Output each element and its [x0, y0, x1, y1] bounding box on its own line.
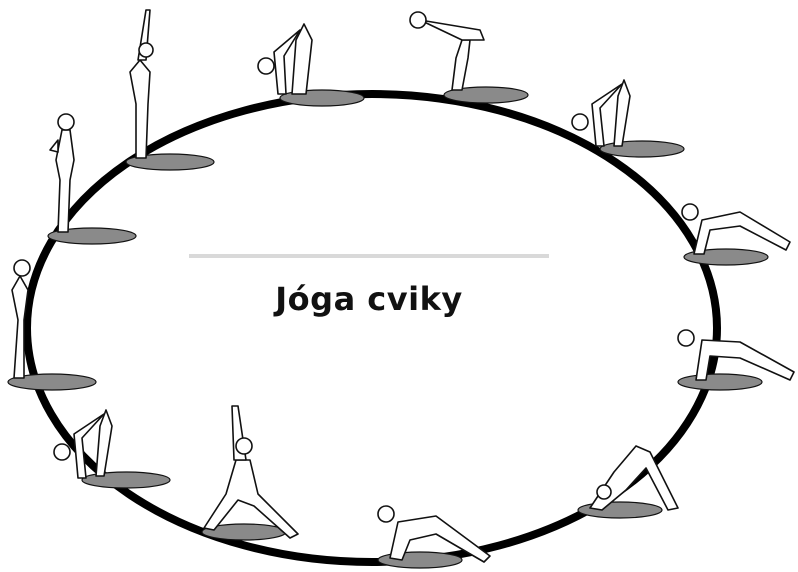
pose-low-lunge-icon: [377, 505, 491, 569]
pose-raised-arms-icon: [125, 9, 215, 171]
pose-forward-bend-right-icon: [571, 79, 685, 158]
pose-half-lift-icon: [409, 11, 529, 104]
pose-plank-lunge-icon: [681, 203, 791, 266]
pose-forward-bend-icon: [257, 23, 365, 107]
pose-prayer-standing-icon: [47, 113, 137, 245]
pose-forward-bend-left-icon: [53, 409, 171, 489]
pose-mountain-pose-icon: [7, 259, 97, 391]
cycle-ring: [23, 90, 721, 566]
pose-warrior-lunge-icon: [201, 405, 299, 541]
pose-plank-icon: [677, 329, 795, 391]
page-title: Jóga cviky: [275, 280, 463, 318]
pose-downward-dog-icon: [577, 445, 679, 519]
